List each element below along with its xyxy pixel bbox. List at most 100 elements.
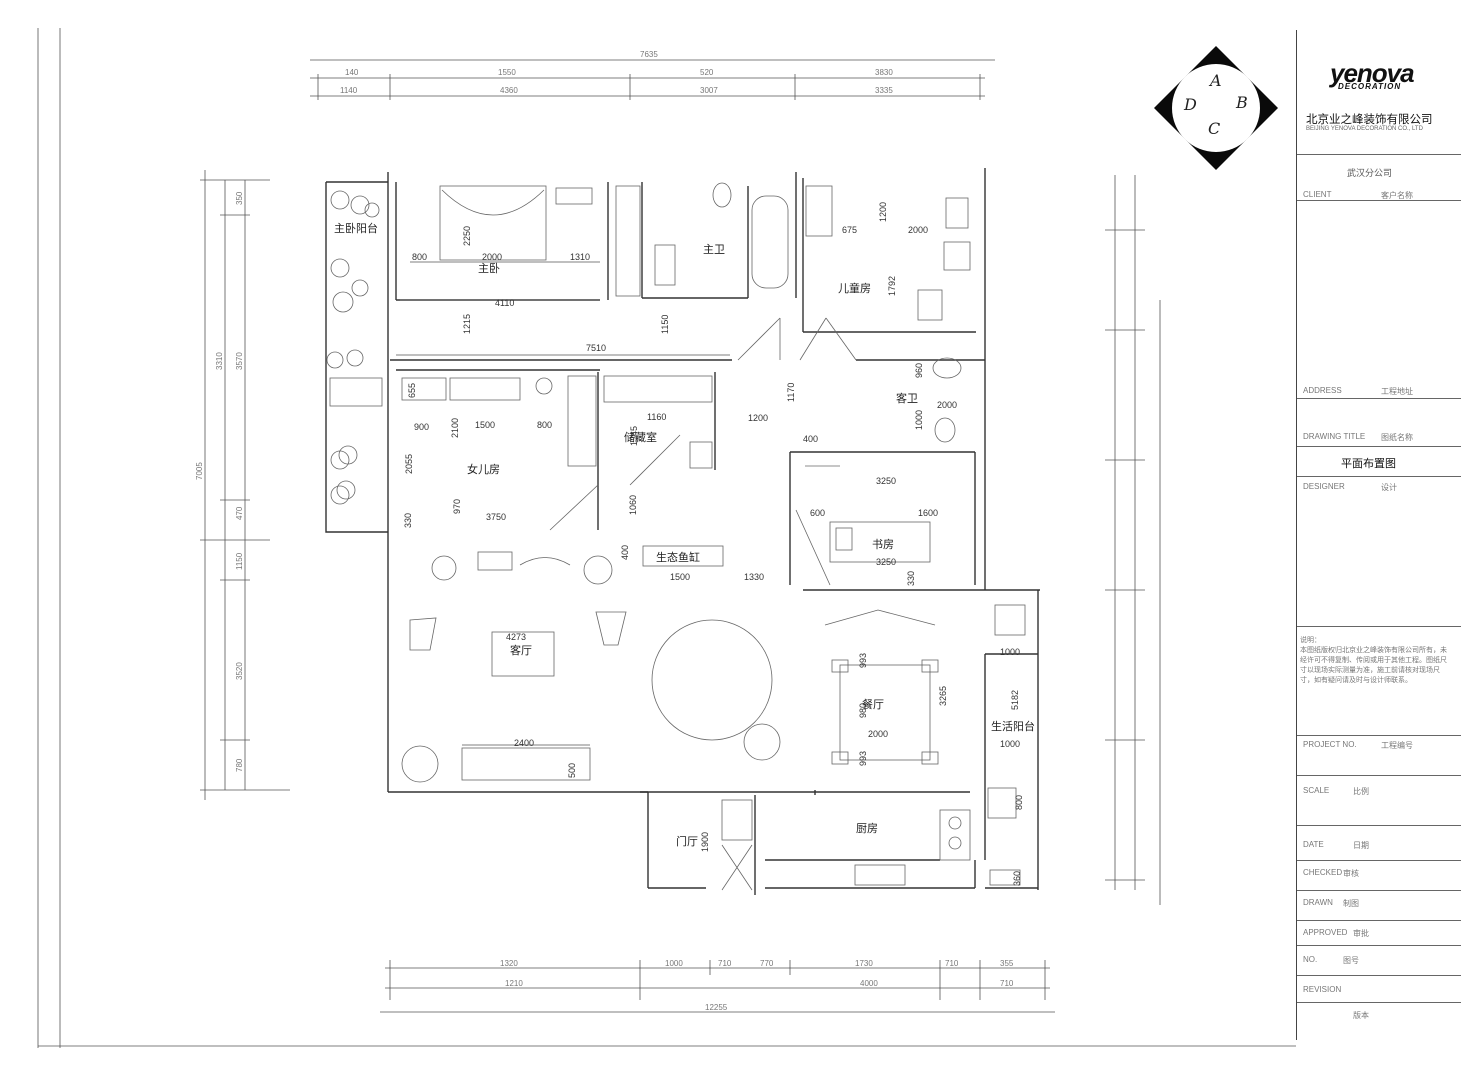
tb-label: REVISION <box>1303 985 1342 994</box>
tb-value: 比例 <box>1353 787 1369 796</box>
dim-label: 1345 <box>629 426 639 446</box>
tb-label: ADDRESS <box>1303 386 1342 395</box>
tb-divider <box>1297 154 1461 155</box>
tb-label: PROJECT NO. <box>1303 740 1357 749</box>
top-dim-6: 4360 <box>500 86 518 95</box>
bottom-dim-1: 1320 <box>500 959 518 968</box>
tb-divider <box>1297 860 1461 861</box>
dim-label: 2000 <box>482 252 502 262</box>
tb-label: DRAWING TITLE <box>1303 432 1366 441</box>
dim-label: 360 <box>1012 871 1022 886</box>
room-label-fish-tank: 生态鱼缸 <box>656 550 700 564</box>
bottom-dim-9: 4000 <box>860 979 878 988</box>
top-total-dim: 7635 <box>640 50 658 59</box>
top-dim-4: 3830 <box>875 68 893 77</box>
room-label-study: 书房 <box>872 538 894 551</box>
left-dim-7: 780 <box>235 758 244 772</box>
logo-letter-d: D <box>1183 95 1197 114</box>
company-name: 北京业之峰装饰有限公司 <box>1306 114 1433 126</box>
room-label-daughter-room: 女儿房 <box>467 462 500 476</box>
dim-label: 993 <box>858 751 868 766</box>
room-label-service-balcony: 生活阳台 <box>991 719 1035 733</box>
left-dim-5: 470 <box>235 506 244 520</box>
dim-label: 800 <box>537 420 552 430</box>
bottom-dim-7: 355 <box>1000 959 1014 968</box>
tb-label: DESIGNER <box>1303 482 1345 491</box>
dim-label: 1600 <box>918 508 938 518</box>
dim-label: 1200 <box>748 413 768 423</box>
dim-label: 2000 <box>908 225 928 235</box>
top-dim-5: 1140 <box>340 86 358 95</box>
right-dimension-chain <box>1105 175 1161 905</box>
dim-label: 675 <box>842 225 857 235</box>
dim-label: 800 <box>1014 795 1024 810</box>
dim-label: 2250 <box>462 226 472 246</box>
tb-label: CHECKED <box>1303 868 1343 877</box>
tb-divider <box>1297 398 1461 399</box>
tb-divider <box>1297 200 1461 201</box>
room-label-storage: 储藏室 <box>624 430 657 444</box>
notes-text: 本图纸版权归北京业之峰装饰有限公司所有，未经许可不得复制、传阅或用于其他工程。图… <box>1300 647 1447 684</box>
dim-label: 3250 <box>876 476 896 486</box>
bottom-dim-4: 770 <box>760 959 774 968</box>
bottom-dim-5: 1730 <box>855 959 873 968</box>
dim-label: 330 <box>403 513 413 528</box>
tb-divider <box>1297 890 1461 891</box>
tb-label: DATE <box>1303 840 1324 849</box>
dim-label: 1160 <box>647 412 666 422</box>
dim-label: 600 <box>810 508 825 518</box>
bottom-dim-8: 1210 <box>505 979 523 988</box>
tb-value: 工程编号 <box>1381 741 1413 750</box>
logo-letter-b: B <box>1235 93 1248 112</box>
top-dim-8: 3335 <box>875 86 893 95</box>
left-dimension-chain: 7005 3310 3570 3520 350 470 1150 780 <box>195 170 290 800</box>
bottom-dim-6: 710 <box>945 959 959 968</box>
tb-value: 审批 <box>1353 929 1369 938</box>
room-label-guest-bath: 客卫 <box>896 391 918 405</box>
bottom-dim-10: 710 <box>1000 979 1014 988</box>
bottom-dim-2: 1000 <box>665 959 683 968</box>
walls <box>325 168 1040 895</box>
logo-letter-c: C <box>1208 119 1220 138</box>
dim-label: 2055 <box>404 454 414 474</box>
room-label-dining-room: 餐厅 <box>862 697 884 711</box>
tb-divider <box>1297 1002 1461 1003</box>
top-dim-3: 520 <box>700 68 714 77</box>
room-label-master-bath: 主卫 <box>703 243 725 256</box>
dim-label: 1792 <box>887 276 897 296</box>
bottom-dim-3: 710 <box>718 959 732 968</box>
top-dim-7: 3007 <box>700 86 718 95</box>
left-dim-1: 3310 <box>215 352 224 370</box>
top-dimension-chain: 7635 140 1550 520 3830 1140 4360 3007 33… <box>310 50 995 100</box>
tb-value: 工程地址 <box>1381 387 1413 396</box>
abcd-logo: A B C D <box>1154 46 1278 170</box>
title-block: 武汉分公司 CLIENT 客户名称 ADDRESS 工程地址 DRAWING T… <box>1296 30 1461 1040</box>
left-dim-2: 3570 <box>235 352 244 370</box>
furniture <box>326 182 1026 891</box>
left-dim-6: 1150 <box>235 552 244 570</box>
tb-label: SCALE <box>1303 786 1330 795</box>
dim-label: 1500 <box>475 420 495 430</box>
dim-label: 1310 <box>570 252 590 262</box>
dim-label: 500 <box>567 763 577 778</box>
tb-divider <box>1297 626 1461 627</box>
dim-label: 1170 <box>786 383 796 402</box>
tb-divider <box>1297 476 1461 477</box>
tb-value: 审核 <box>1343 869 1359 878</box>
brand-logo: yenova <box>1330 58 1415 88</box>
tb-value: 日期 <box>1353 841 1369 850</box>
dim-label: 1330 <box>744 572 764 582</box>
dim-label: 1200 <box>878 202 888 222</box>
dim-label: 970 <box>452 499 462 514</box>
bottom-total-dim: 12255 <box>705 1003 728 1012</box>
tb-divider <box>1297 975 1461 976</box>
dim-label: 980 <box>858 703 868 718</box>
dim-label: 655 <box>407 383 417 398</box>
tb-value: 客户名称 <box>1381 191 1413 200</box>
tb-divider <box>1297 945 1461 946</box>
dim-label: 3265 <box>938 686 948 706</box>
room-label-kids-room: 儿童房 <box>838 281 871 295</box>
company-name-en: BEIJING YENOVA DECORATION CO., LTD <box>1306 126 1423 132</box>
dim-label: 1150 <box>660 315 670 334</box>
dim-label: 2400 <box>514 738 534 748</box>
